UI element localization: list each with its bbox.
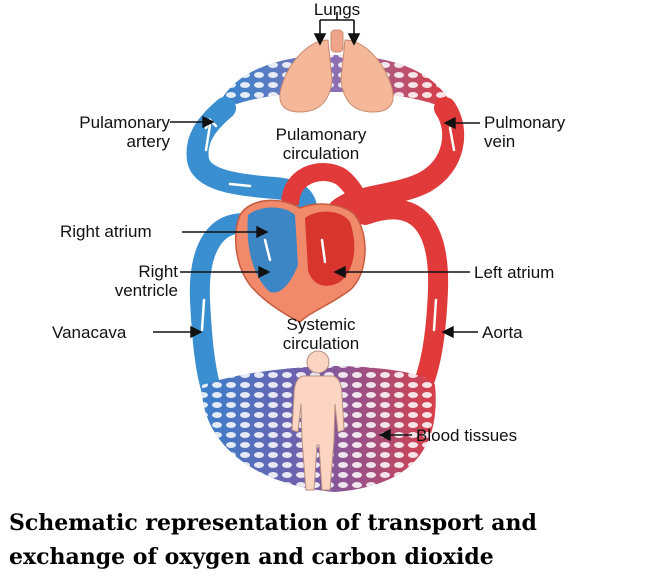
lungs-label: Lungs — [313, 0, 361, 19]
pulmonary-artery-label: Pulamonary artery — [30, 113, 170, 151]
figure-caption: Schematic representation of transport an… — [9, 506, 649, 574]
systemic-circulation-line-1: Systemic — [286, 315, 356, 334]
pulmonary-circulation-label: Pulamonary circulation — [255, 125, 387, 163]
label-pointers — [153, 115, 480, 442]
vena-cava-vessel — [189, 213, 265, 402]
lungs — [279, 29, 394, 113]
pulmonary-artery-line-1: Pulamonary — [79, 113, 170, 132]
right-atrium-label: Right atrium — [60, 222, 152, 241]
pulmonary-capillary-bed — [215, 55, 455, 113]
aorta-vessel — [355, 199, 449, 402]
systemic-circulation-label: Systemic circulation — [262, 315, 380, 353]
right-ventricle-label: Right ventricle — [60, 262, 178, 300]
aorta-label: Aorta — [482, 323, 523, 342]
right-ventricle-line-1: Right — [138, 262, 178, 281]
pulmonary-vein-label: Pulmonary vein — [484, 113, 565, 151]
pulmonary-vein-line-1: Pulmonary — [484, 113, 566, 132]
vena-cava-label: Vanacava — [52, 323, 127, 342]
pulmonary-circulation-line-1: Pulamonary — [275, 125, 367, 144]
blood-tissues-label: Blood tissues — [416, 426, 518, 445]
caption-line-1: Schematic representation of transport an… — [9, 510, 537, 536]
heart — [234, 199, 366, 323]
pulmonary-circulation-line-2: circulation — [282, 144, 360, 163]
lungs-pointer — [313, 12, 361, 46]
pulmonary-artery-line-2: artery — [126, 132, 170, 151]
caption-line-2: exchange of oxygen and carbon dioxide — [9, 544, 494, 570]
human-body — [291, 350, 345, 491]
left-atrium-label: Left atrium — [474, 263, 555, 282]
pulmonary-vein-line-2: vein — [484, 132, 516, 151]
systemic-circulation-line-2: circulation — [282, 334, 360, 353]
right-ventricle-line-2: ventricle — [114, 281, 178, 300]
